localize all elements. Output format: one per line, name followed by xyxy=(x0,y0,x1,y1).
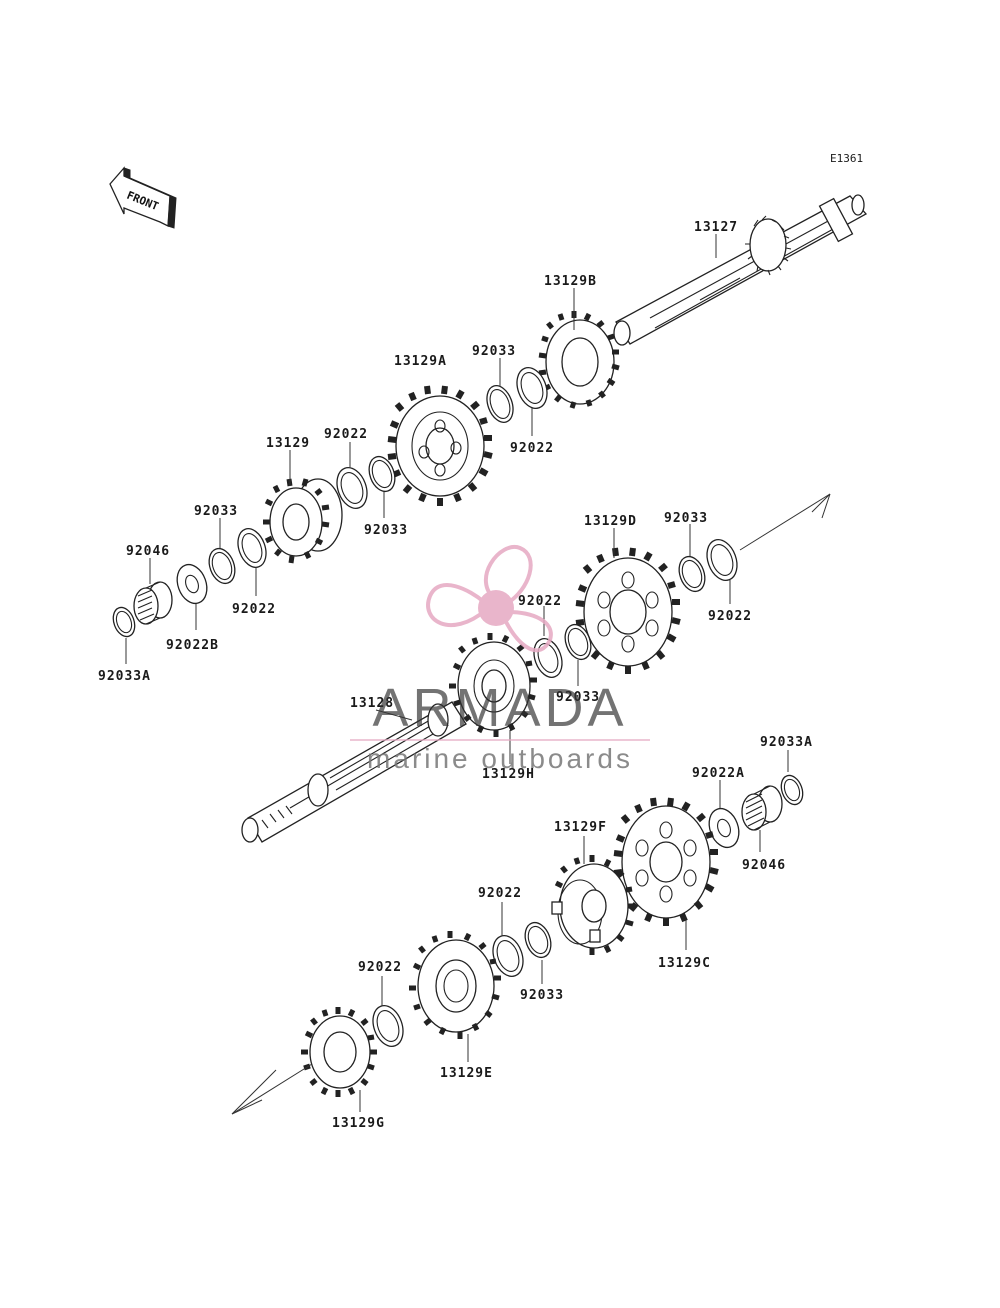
washer-92022-a xyxy=(516,367,548,409)
watermark-tagline: marine outboards xyxy=(367,743,633,774)
label-92033A-b: 92033A xyxy=(760,735,813,750)
propeller-logo-icon xyxy=(426,544,553,653)
label-92033-c: 92033 xyxy=(194,504,238,519)
label-92022-f: 92022 xyxy=(478,886,522,901)
label-13129B: 13129B xyxy=(544,274,597,289)
gear-13129A xyxy=(387,385,493,506)
label-13129D: 13129D xyxy=(584,514,637,529)
gear-13129B xyxy=(538,311,620,409)
axis-line-upper xyxy=(739,493,831,551)
front-arrow-icon: FRONT xyxy=(109,166,177,229)
gear-13129G xyxy=(301,1007,377,1097)
washer-92022A xyxy=(708,807,740,849)
watermark-brand: ARMADA xyxy=(372,678,627,738)
label-92022A: 92022A xyxy=(692,766,745,781)
circlip-92033-b xyxy=(368,455,396,493)
label-92033-e: 92033 xyxy=(556,690,600,705)
gear-13129E xyxy=(409,931,501,1039)
gear-13129 xyxy=(263,478,343,564)
bearing-92046-b xyxy=(741,785,783,831)
label-92022-a: 92022 xyxy=(510,441,554,456)
label-13129A: 13129A xyxy=(394,354,447,369)
label-13129G: 13129G xyxy=(332,1116,385,1131)
axis-line-lower xyxy=(231,1063,313,1115)
label-92033A-a: 92033A xyxy=(98,669,151,684)
propeller-hub xyxy=(478,590,514,626)
gear-13129F xyxy=(551,855,635,955)
circlip-92033A-b xyxy=(780,774,804,806)
circlip-92033-e xyxy=(564,623,592,661)
circlip-92033-d xyxy=(678,555,706,593)
label-92046-b: 92046 xyxy=(742,858,786,873)
label-92033-d: 92033 xyxy=(664,511,708,526)
label-92022-g: 92022 xyxy=(358,960,402,975)
label-13129E: 13129E xyxy=(440,1066,493,1081)
watermark: ARMADA marine outboards xyxy=(350,544,650,774)
shaft-13127 xyxy=(613,194,868,346)
circlip-92033A-a xyxy=(112,606,136,638)
label-13129H: 13129H xyxy=(482,767,535,782)
gear-13129D xyxy=(575,547,681,674)
label-13128: 13128 xyxy=(350,696,394,711)
label-92046-a: 92046 xyxy=(126,544,170,559)
diagram-ref-code: E1361 xyxy=(830,152,863,165)
washer-92022-f xyxy=(492,935,524,977)
label-92022-c: 92022 xyxy=(232,602,276,617)
label-92033-a: 92033 xyxy=(472,344,516,359)
label-13129C: 13129C xyxy=(658,956,711,971)
circlip-92033-c xyxy=(208,547,236,585)
washer-92022B xyxy=(176,563,208,605)
washer-92022-c xyxy=(237,528,267,568)
label-92022-d: 92022 xyxy=(708,609,752,624)
circlip-92033-f xyxy=(524,921,552,959)
leader-lines xyxy=(125,234,789,1112)
washer-92022-d xyxy=(706,539,738,581)
circlip-92033-a xyxy=(486,385,514,423)
label-13127: 13127 xyxy=(694,220,738,235)
bearing-92046-a xyxy=(133,581,173,625)
label-13129F: 13129F xyxy=(554,820,607,835)
label-92033-b: 92033 xyxy=(364,523,408,538)
label-92022B: 92022B xyxy=(166,638,219,653)
washer-92022-b xyxy=(336,467,368,509)
label-92022-e: 92022 xyxy=(518,594,562,609)
label-92022-b: 92022 xyxy=(324,427,368,442)
part-labels: 13127 13129B 13129A 92033 92022 13129 92… xyxy=(98,220,813,1131)
label-13129: 13129 xyxy=(266,436,310,451)
label-92033-f: 92033 xyxy=(520,988,564,1003)
gear-13129C xyxy=(613,797,719,926)
washer-92022-g xyxy=(372,1005,404,1047)
gear-13129H xyxy=(449,633,537,737)
